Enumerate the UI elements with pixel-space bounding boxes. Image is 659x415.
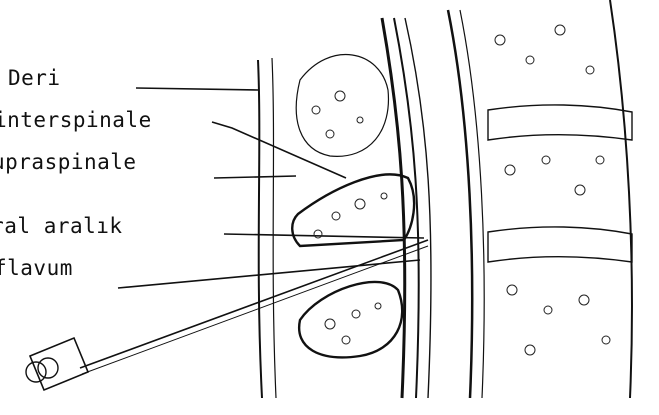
spinous-process-upper	[296, 55, 388, 157]
skin-inner-edge	[272, 58, 276, 398]
label-ligamentum-flavum: flavum	[0, 256, 73, 280]
bone-speckle	[579, 295, 589, 305]
bone-speckle	[542, 156, 550, 164]
bone-speckle	[352, 310, 360, 318]
leader-flavum	[118, 260, 420, 288]
bone-speckle	[526, 56, 534, 64]
bone-speckle	[314, 230, 322, 238]
label-supraspinale: upraspinale	[0, 150, 137, 174]
label-epidural-space: ural aralık	[0, 214, 123, 238]
bone-speckle	[381, 193, 387, 199]
disc-1	[488, 105, 632, 140]
bone-speckle	[312, 106, 320, 114]
label-interspinale: interspinale	[0, 108, 152, 132]
bone-speckle	[342, 336, 350, 344]
vertebral-column-right-edge	[610, 0, 632, 398]
bone-speckle	[505, 165, 515, 175]
bone-speckle	[544, 306, 552, 314]
leader-deri	[136, 88, 258, 90]
bone-speckle	[357, 117, 363, 123]
bone-speckle	[495, 35, 505, 45]
bone-speckle	[355, 199, 365, 209]
bone-speckle	[507, 285, 517, 295]
label-deri: Deri	[8, 66, 61, 90]
leader-epidural	[224, 234, 424, 238]
dura-line-1	[382, 18, 405, 398]
bone-speckle	[586, 66, 594, 74]
leader-supraspinale	[214, 176, 296, 178]
bone-speckle	[602, 336, 610, 344]
bone-speckle	[326, 130, 334, 138]
bone-speckle	[555, 25, 565, 35]
needle-shaft-2	[82, 246, 428, 374]
bone-speckle	[335, 91, 345, 101]
vertebral-column-left-edge	[448, 10, 472, 398]
bone-speckle	[525, 345, 535, 355]
bone-speckle	[375, 303, 381, 309]
skin-outer-edge	[258, 60, 262, 398]
bone-speckle	[325, 319, 335, 329]
bone-speckle	[596, 156, 604, 164]
needle-hub-ring-2	[38, 358, 58, 378]
spinous-process-lower	[299, 282, 402, 357]
leader-interspinale	[212, 122, 346, 178]
bone-speckle	[575, 185, 585, 195]
disc-2	[488, 227, 632, 262]
bone-speckle	[332, 212, 340, 220]
